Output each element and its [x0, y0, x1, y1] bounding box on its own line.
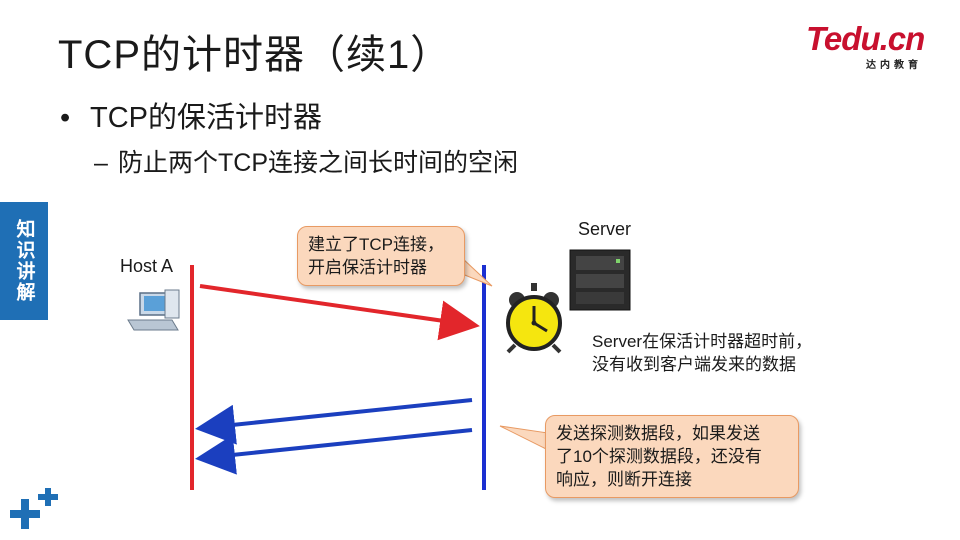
bullet-level2-text: 防止两个TCP连接之间长时间的空闲	[118, 149, 519, 177]
server-label: Server	[578, 219, 632, 239]
request-arrow	[199, 284, 480, 341]
bullet-level2: –防止两个TCP连接之间长时间的空闲	[94, 143, 518, 179]
bullet-dot: •	[60, 102, 71, 134]
host-label: Host A	[120, 256, 174, 276]
server-note-line-1: Server在保活计时器超时前，	[592, 332, 813, 351]
callout-bottom-line-1: 发送探测数据段，如果发送	[556, 424, 760, 443]
server-note-line-2: 没有收到客户端发来的数据	[592, 355, 796, 374]
callout-top-line-1: 建立了TCP连接，	[308, 235, 444, 254]
callout-connection-established: 建立了TCP连接， 开启保活计时器	[297, 226, 465, 286]
bullet-level1-text: TCP的保活计时器	[90, 102, 323, 134]
server-note: Server在保活计时器超时前， 没有收到客户端发来的数据	[592, 330, 812, 376]
logo-subtitle: 达内教育	[866, 60, 922, 71]
host-computer-icon	[127, 289, 180, 331]
probe-arrow-1	[195, 398, 473, 445]
bullet-dash: –	[94, 149, 108, 177]
side-tab-knowledge: 知识讲解	[0, 202, 48, 320]
alarm-clock-icon	[506, 283, 562, 354]
callout-bottom-line-3: 响应，则断开连接	[556, 470, 692, 489]
bullet-level1: • TCP的保活计时器	[60, 94, 322, 136]
callout-top-line-2: 开启保活计时器	[308, 258, 427, 277]
probe-arrow-2	[195, 428, 473, 475]
logo-wordmark: Tedu.cn	[806, 20, 925, 57]
server-icon	[569, 249, 631, 311]
plus-decoration-icon	[10, 488, 58, 529]
callout-probe-segments: 发送探测数据段，如果发送 了10个探测数据段，还没有 响应，则断开连接	[545, 415, 799, 498]
tedu-logo: Tedu.cn 达内教育	[806, 20, 936, 71]
callout-bottom-pointer	[499, 425, 549, 451]
callout-bottom-line-2: 了10个探测数据段，还没有	[556, 447, 762, 466]
slide-title: TCP的计时器（续1）	[58, 33, 452, 77]
